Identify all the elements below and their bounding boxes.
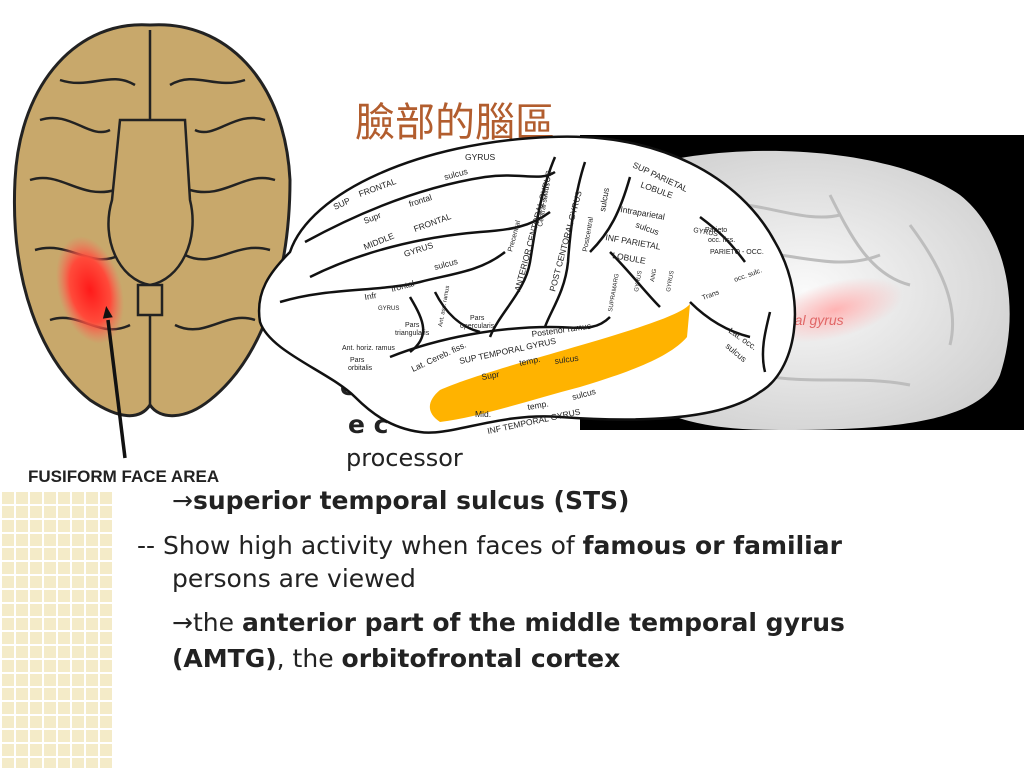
diagram-label: occ. fiss. <box>708 237 735 244</box>
diagram-label: GYRUS <box>693 227 719 238</box>
diagram-label: PARIETO - OCC. <box>710 249 764 256</box>
sts-highlight <box>429 304 690 422</box>
diagram-label: temp. <box>527 398 550 412</box>
diagram-label: GYRUS <box>378 306 399 312</box>
photo-label: ral gyrus <box>790 312 844 328</box>
diagram-label: Infr <box>364 290 378 302</box>
bullet-sts: →superior temporal sulcus (STS) <box>172 486 630 515</box>
arrow-icon: → <box>172 608 193 637</box>
diagram-label: Supr <box>481 369 501 382</box>
bullet-fragment-3: processor <box>346 444 463 472</box>
decorative-grid <box>0 490 112 768</box>
arrow-icon: → <box>172 486 193 515</box>
bullet-familiar: -- Show high activity when faces of famo… <box>137 531 842 560</box>
bullet-amtg: →the anterior part of the middle tempora… <box>172 608 845 637</box>
diagram-label: GYRUS <box>465 152 496 162</box>
diagram-label: GYRUS <box>666 270 676 292</box>
bullet-amtg-cont: (AMTG), the orbitofrontal cortex <box>172 644 621 673</box>
diagram-label: sulcus <box>597 187 611 212</box>
diagram-label: Pars <box>405 322 420 329</box>
diagram-label: orbitalis <box>348 365 373 372</box>
diagram-label: Ant. horiz. ramus <box>342 345 395 352</box>
bullet-familiar-cont: persons are viewed <box>172 564 416 593</box>
diagram-label: GYRUS <box>634 270 644 292</box>
diagram-label: temp. <box>518 354 541 368</box>
diagram-label: Mid. <box>475 409 491 419</box>
ffa-caption: FUSIFORM FACE AREA <box>28 467 219 486</box>
diagram-label: sulcus <box>554 353 579 366</box>
diagram-label: ANG <box>650 268 658 282</box>
diagram-label: Pars <box>350 357 365 364</box>
diagram-label: opercularis <box>460 323 495 330</box>
diagram-label: Parieto <box>705 227 727 234</box>
brain-ventral-view: FUSIFORM FACE AREA <box>0 0 305 490</box>
diagram-label: triangularis <box>395 330 430 337</box>
brain-lateral-diagram: GYRUS SUP FRONTAL sulcus Supr frontal MI… <box>257 135 797 436</box>
diagram-label: Pars <box>470 315 485 322</box>
